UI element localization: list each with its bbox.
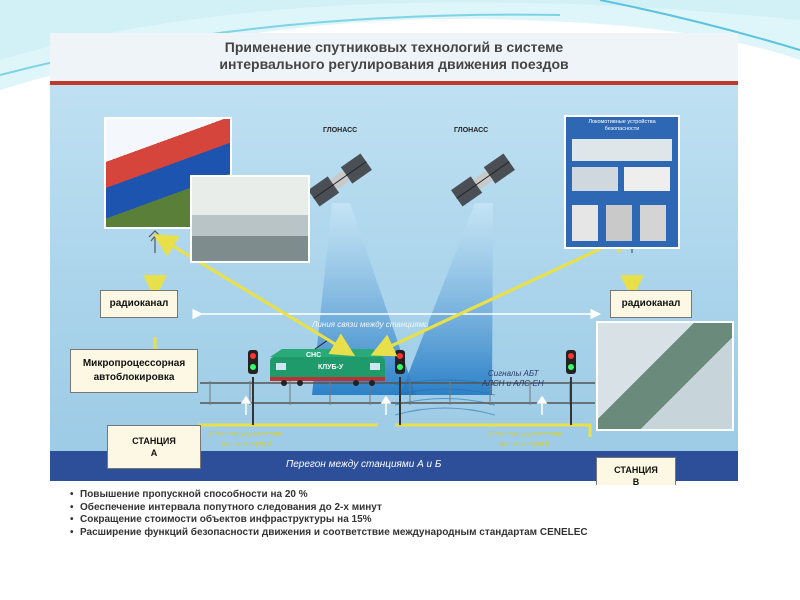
autoblock-box: Микропроцессорная автоблокировка (70, 349, 198, 393)
comm-line-label: Линия связи между станциями (312, 320, 429, 329)
section-a-label-line-2: от станции А (222, 439, 273, 448)
rail-markers (240, 395, 548, 415)
system-diagram: Локомотивные устройства безопасности ГЛО… (50, 85, 738, 497)
train-klub-label: КЛУБ-У (318, 364, 344, 371)
section-b-label-line-2: от станции Б (500, 439, 551, 448)
list-item: •Сокращение стоимости объектов инфрастру… (70, 514, 372, 525)
haul-label: Перегон между станциями А и Б (286, 459, 442, 470)
device-unit-2 (572, 167, 618, 191)
signals-label-line-2: АЛСН и АЛС-ЕН (482, 379, 544, 388)
station-a-box: СТАНЦИЯ А (107, 425, 201, 469)
cab-photo (190, 175, 310, 263)
device-unit-1 (572, 139, 672, 161)
section-a-label-line-1: Участок управления (208, 429, 282, 438)
radio-channel-left-label: радиоканал (109, 298, 169, 309)
station-b-label-line-2: В (632, 477, 640, 487)
satellite-beam-right (400, 203, 493, 395)
benefits-list: •Повышение пропускной способности на 20 … (50, 485, 738, 545)
locomotive-devices-label: Локомотивные устройства безопасности (588, 119, 656, 132)
title-divider (50, 81, 738, 85)
benefit-text: Обеспечение интервала попутного следован… (80, 501, 382, 513)
page-title-line-2: интервального регулирования движения пое… (219, 56, 569, 72)
satellite-left-icon (308, 153, 372, 207)
signal-middle-icon (395, 350, 405, 425)
benefit-text: Расширение функций безопасности движения… (80, 526, 588, 538)
device-unit-4 (572, 205, 598, 241)
list-item: •Повышение пропускной способности на 20 … (70, 489, 308, 500)
autoblock-label-line-1: Микропроцессорная (82, 358, 186, 369)
slide: Применение спутниковых технологий в сист… (50, 33, 738, 545)
signal-left-icon (248, 350, 258, 425)
signal-right-icon (566, 350, 576, 425)
locomotive-devices-panel: Локомотивные устройства безопасности (564, 115, 680, 249)
train-sns-label: СНС (306, 352, 322, 359)
device-unit-3 (624, 167, 670, 191)
device-unit-6 (640, 205, 666, 241)
satellite-label-left: ГЛОНАСС (323, 127, 358, 134)
title-bar: Применение спутниковых технологий в сист… (50, 33, 738, 81)
satellite-right-icon (451, 153, 515, 207)
section-b-label-line-1: Участок управления (488, 429, 562, 438)
station-a-label-line-2: А (150, 448, 158, 458)
station-a-label-line-1: СТАНЦИЯ (132, 436, 176, 446)
antenna-left-icon (148, 230, 162, 253)
signals-label-line-1: Сигналы АБТ (488, 369, 539, 378)
device-unit-5 (606, 205, 632, 241)
page-title-line-1: Применение спутниковых технологий в сист… (224, 39, 564, 55)
autoblock-label-line-2: автоблокировка (93, 372, 175, 383)
radio-channel-left-box: радиоканал (100, 290, 178, 318)
station-b-label-line-1: СТАНЦИЯ (614, 465, 658, 475)
list-item: •Расширение функций безопасности движени… (70, 526, 588, 538)
radio-channel-right-label: радиоканал (621, 298, 681, 309)
control-room-photo (596, 321, 734, 431)
radio-channel-right-box: радиоканал (610, 290, 692, 318)
satellite-label-right: ГЛОНАСС (454, 127, 489, 134)
locomotive-icon (270, 339, 385, 386)
benefit-text: Повышение пропускной способности на 20 % (80, 489, 308, 500)
list-item: •Обеспечение интервала попутного следова… (70, 501, 382, 513)
benefit-text: Сокращение стоимости объектов инфраструк… (80, 514, 372, 525)
section-b-line (395, 423, 592, 437)
